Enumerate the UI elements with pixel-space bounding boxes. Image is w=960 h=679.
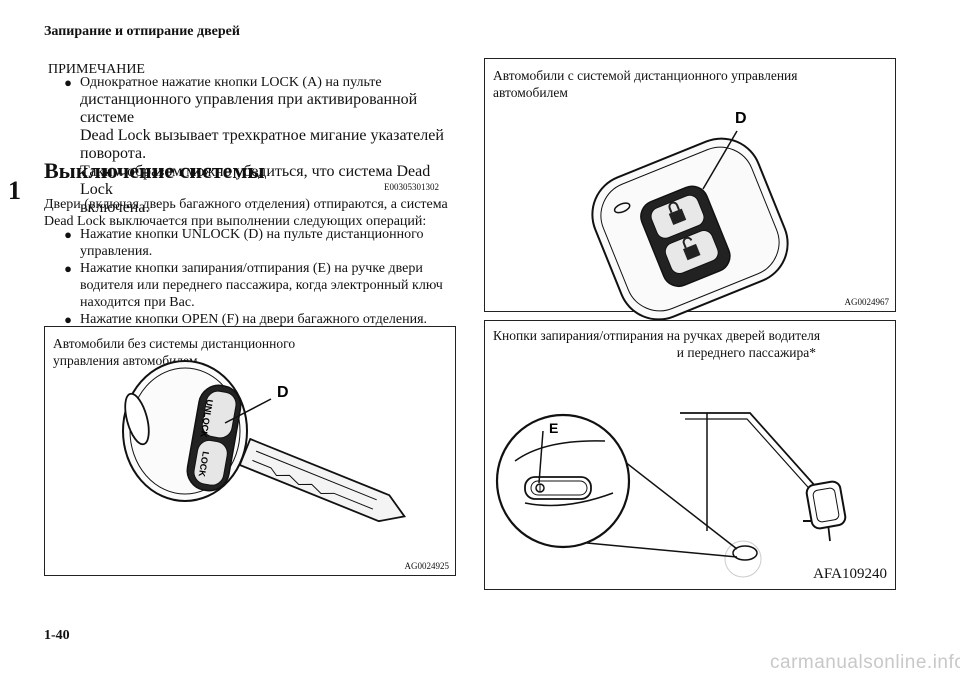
key-lock-text: LOCK [197, 451, 211, 478]
condition-line: Нажатие кнопки UNLOCK (D) на пульте дист… [80, 227, 424, 242]
note-text: Однократное нажатие кнопки LOCK (A) на п… [80, 74, 382, 91]
door-handle-illustration: E [495, 412, 847, 578]
condition-line: Нажатие кнопки запирания/отпирания (E) н… [80, 261, 423, 276]
condition-line: находится при Вас. [80, 295, 195, 310]
caption-line: и переднего пассажира* [676, 345, 816, 360]
caption-line: Автомобили без системы дистанционного [53, 336, 296, 351]
intro-line: Dead Lock выключается при выполнении сле… [44, 214, 427, 229]
door-figure-code: AFA109240 [813, 566, 887, 582]
watermark-text: carmanualsonline.info [770, 652, 960, 673]
condition-item: ● Нажатие кнопки UNLOCK (D) на пульте ди… [56, 226, 466, 260]
page-number: 1-40 [44, 628, 70, 643]
door-figure-box: Кнопки запирания/отпирания на ручках две… [484, 320, 896, 590]
condition-line: управления. [80, 244, 153, 259]
door-label-e: E [549, 420, 558, 436]
remote-figure-code: AG0024967 [844, 297, 890, 307]
caption-line: автомобилем [493, 85, 568, 100]
note-line: Dead Lock вызывает трехкратное мигание у… [80, 127, 444, 162]
remote-label-d: D [735, 110, 747, 127]
intro-line: Двери (включая дверь багажного отделения… [44, 197, 448, 212]
key-figure-caption: Автомобили без системы дистанционного уп… [53, 335, 295, 369]
key-figure-code: AG0024925 [404, 561, 450, 571]
condition-item: ● Нажатие кнопки запирания/отпирания (E)… [56, 260, 466, 311]
caption-line: Автомобили с системой дистанционного упр… [493, 68, 798, 83]
door-figure-caption: Кнопки запирания/отпирания на ручках две… [493, 327, 888, 361]
remote-figure-box: Автомобили с системой дистанционного упр… [484, 58, 896, 321]
note-bullet-row: ● Однократное нажатие кнопки LOCK (A) на… [56, 74, 456, 91]
caption-line: управления автомобилем [53, 353, 198, 368]
bullet-icon: ● [64, 261, 72, 276]
key-illustration: UNLOCK LOCK D [122, 360, 407, 523]
remote-key-illustration: D [591, 110, 789, 321]
remote-figure-caption: Автомобили с системой дистанционного упр… [493, 67, 797, 101]
section-title: Выключение системы [44, 158, 265, 183]
note-line: Таким образом можно убедиться, что систе… [80, 163, 431, 198]
note-body: ● Однократное нажатие кнопки LOCK (A) на… [56, 74, 456, 217]
note-line: Однократное нажатие кнопки LOCK (A) на п… [80, 75, 382, 90]
caption-line: Кнопки запирания/отпирания на ручках две… [493, 328, 821, 343]
note-line: включена. [80, 199, 150, 216]
bullet-icon: ● [64, 312, 72, 327]
condition-item: ● Нажатие кнопки OPEN (F) на двери багаж… [56, 311, 466, 328]
bullet-icon: ● [64, 75, 72, 90]
note-label: ПРИМЕЧАНИЕ [48, 62, 145, 77]
condition-line: Нажатие кнопки OPEN (F) на двери багажно… [80, 312, 428, 327]
bullet-icon: ● [64, 227, 72, 242]
section-intro: Двери (включая дверь багажного отделения… [44, 196, 464, 230]
note-continuation: дистанционного управления при активирова… [56, 91, 456, 217]
key-figure-box: Автомобили без системы дистанционного уп… [44, 326, 456, 576]
section-code: E00305301302 [384, 182, 439, 192]
chapter-number: 1 [8, 176, 21, 205]
condition-list: ● Нажатие кнопки UNLOCK (D) на пульте ди… [56, 226, 466, 328]
condition-line: водителя или переднего пассажира, когда … [80, 278, 443, 293]
page-header-title: Запирание и отпирание дверей [44, 24, 240, 39]
note-line: дистанционного управления при активирова… [80, 91, 418, 126]
key-label-d: D [277, 384, 289, 401]
